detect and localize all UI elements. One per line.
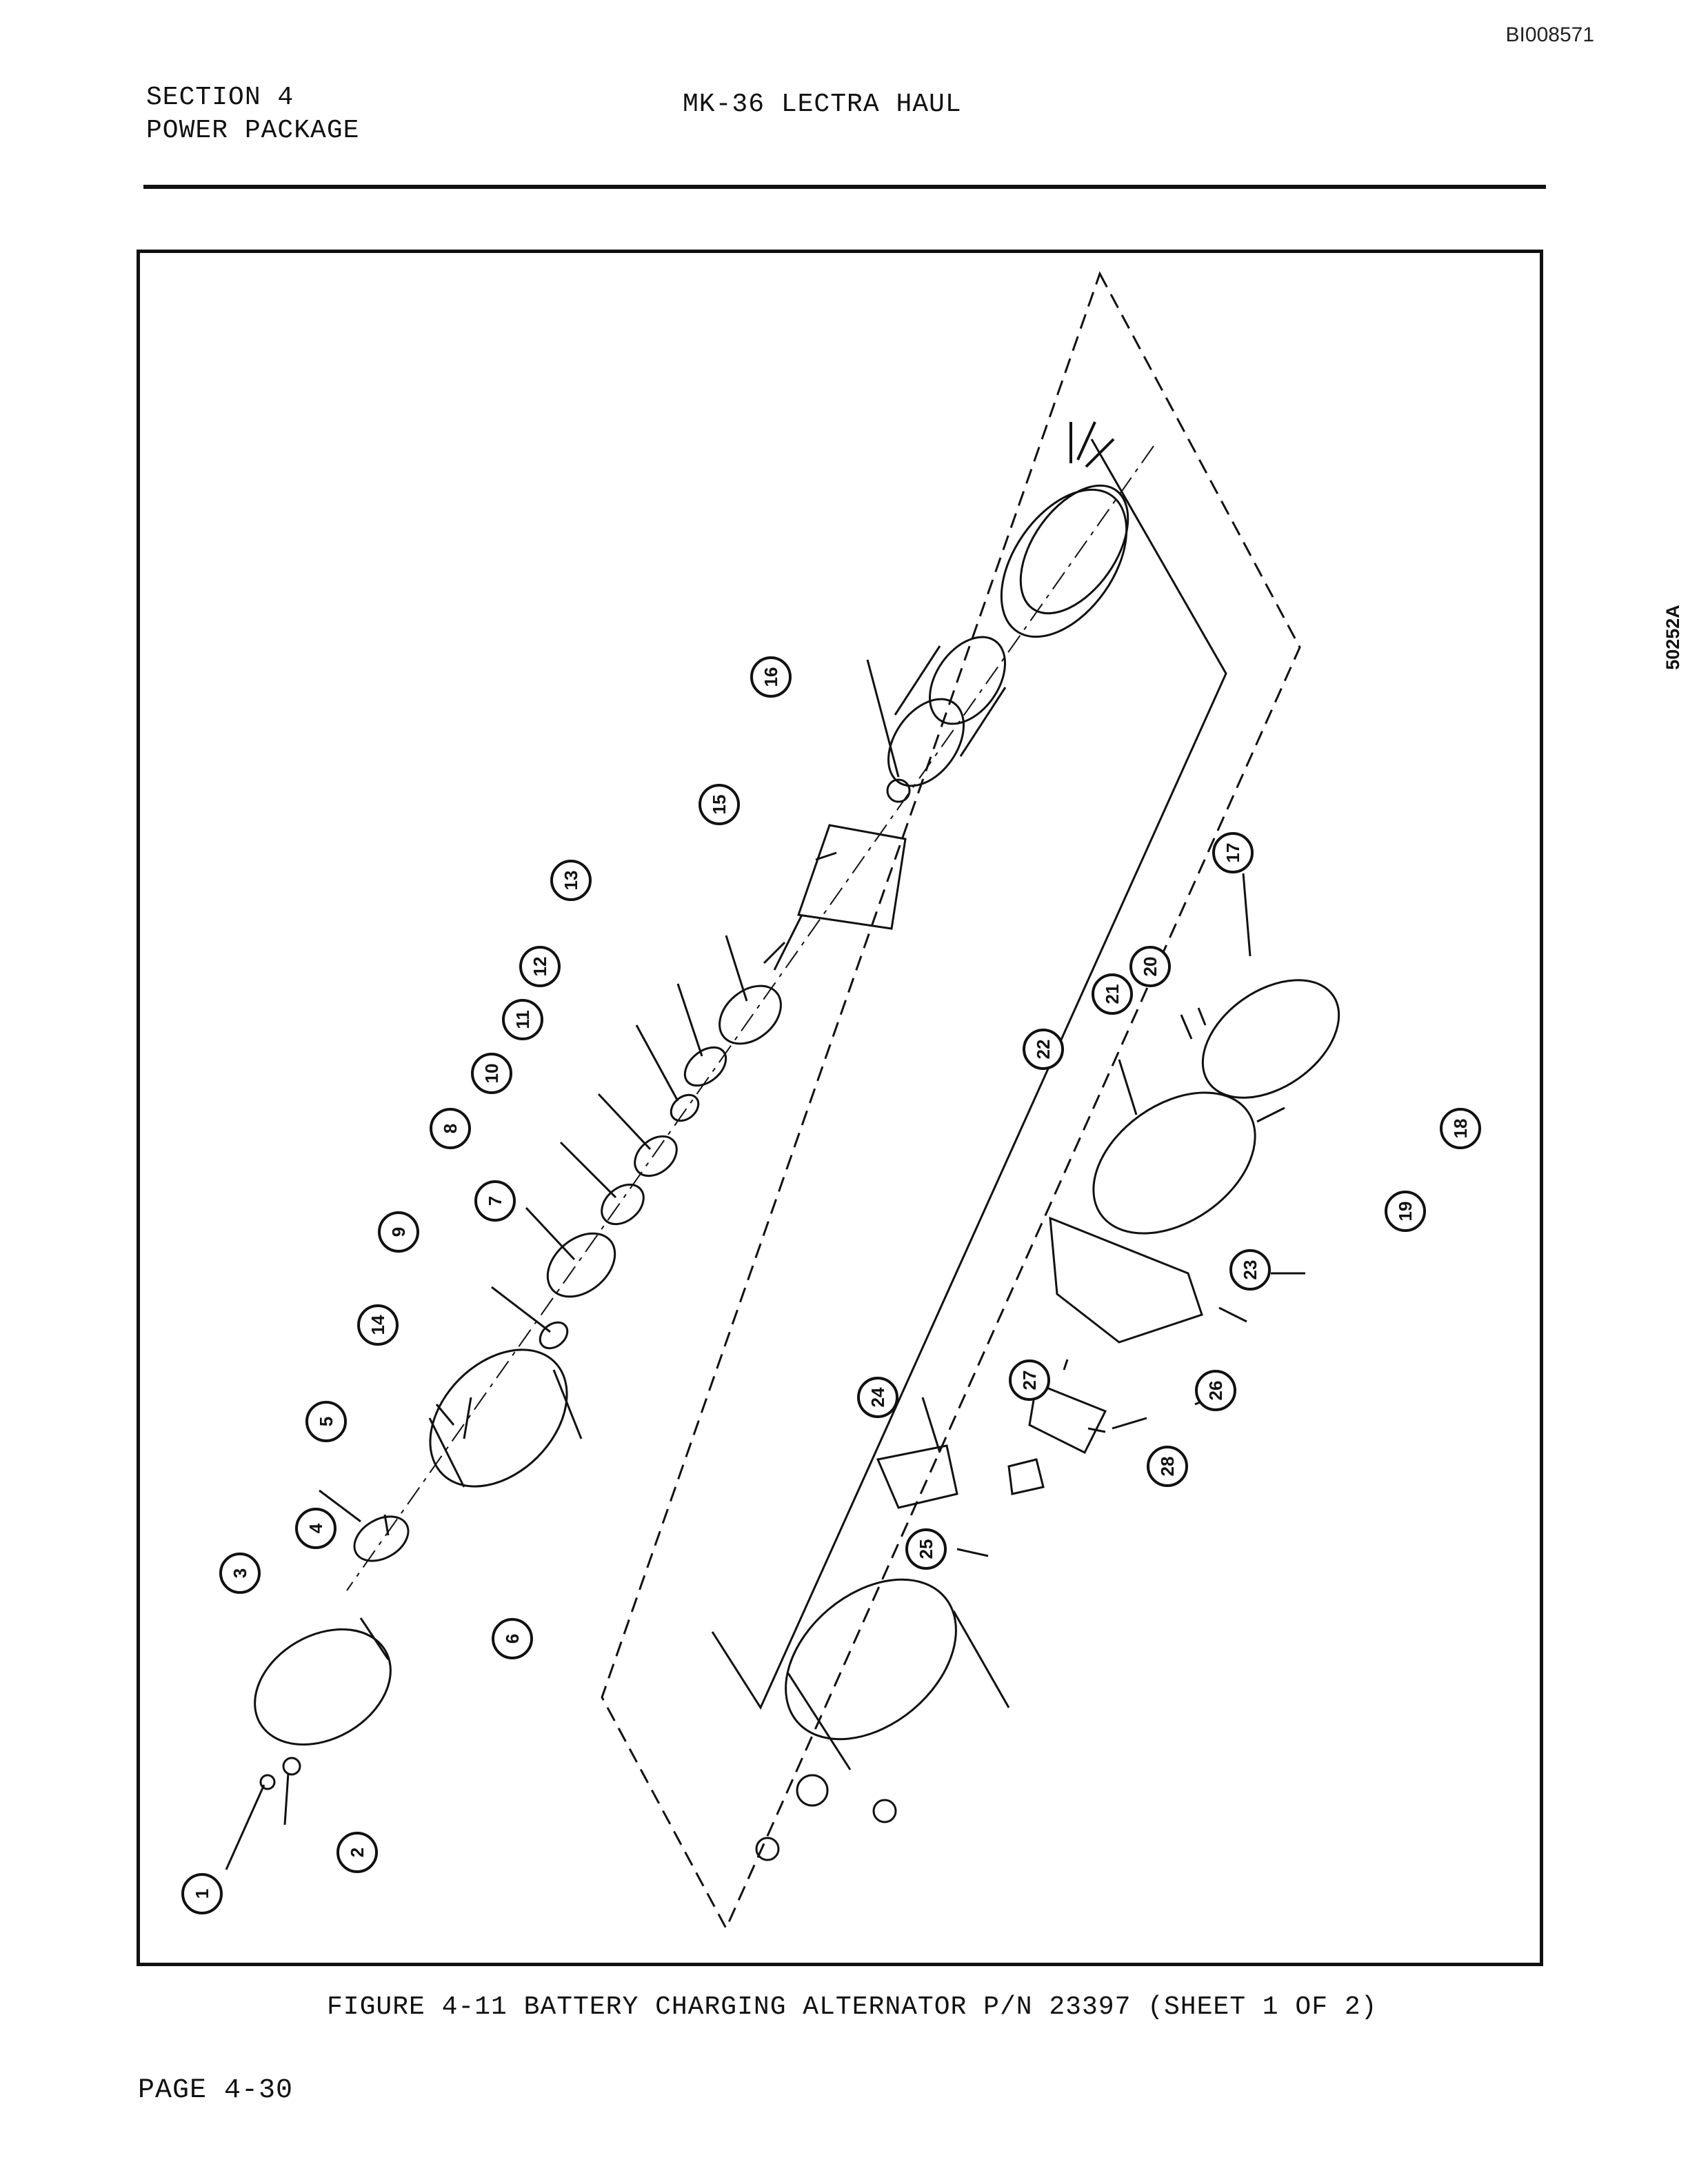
callout-3 (219, 1553, 261, 1594)
bearing-lower (796, 1774, 829, 1807)
callout-label-17: 17 (1223, 843, 1243, 863)
callout-12 (519, 946, 561, 987)
callout-label-20: 20 (1140, 957, 1160, 977)
callout-label-2: 2 (347, 1848, 368, 1857)
callout-8 (430, 1108, 471, 1149)
spacer-4 (353, 1515, 410, 1562)
callout-4 (295, 1508, 336, 1549)
inner-boundary (711, 438, 1227, 1710)
callout-28 (1147, 1446, 1188, 1487)
exploded-view-drawing: 1234567891011121314151617181920212223242… (181, 271, 1481, 1931)
callout-label-6: 6 (502, 1634, 523, 1644)
callout-6 (492, 1618, 533, 1659)
document-id: BI008571 (1505, 23, 1594, 46)
callout-7 (474, 1180, 516, 1222)
stator-ring (1000, 421, 1129, 638)
callout-label-18: 18 (1450, 1119, 1471, 1139)
callout-2 (336, 1832, 378, 1873)
washer-2 (282, 1757, 301, 1776)
drive-end-housing-14 (428, 1348, 583, 1488)
callout-27 (1009, 1359, 1050, 1401)
slip-ring-housing (785, 1578, 1010, 1770)
part-12 (683, 1046, 727, 1087)
callout-label-3: 3 (230, 1568, 250, 1578)
callout-13 (550, 860, 592, 901)
callout-10 (471, 1053, 512, 1094)
callout-label-13: 13 (561, 871, 581, 891)
callout-11 (502, 999, 543, 1040)
terminal-28 (1028, 1382, 1107, 1455)
section-label: SECTION 4 (146, 83, 294, 112)
rotor-15 (763, 824, 907, 971)
callout-label-24: 24 (867, 1387, 888, 1407)
callout-5 (305, 1401, 347, 1442)
callout-label-15: 15 (709, 795, 730, 815)
callout-label-8: 8 (440, 1124, 461, 1133)
callout-label-12: 12 (530, 957, 550, 977)
rotor-housing (887, 636, 1007, 787)
callout-24 (857, 1377, 898, 1418)
callout-25 (905, 1528, 947, 1570)
callout-20 (1129, 946, 1171, 987)
callout-label-7: 7 (485, 1196, 505, 1206)
callout-15 (699, 784, 740, 825)
callout-label-22: 22 (1033, 1040, 1054, 1060)
cover-17 (1201, 979, 1340, 1099)
retainer-7 (546, 1232, 616, 1298)
subsection-label: POWER PACKAGE (146, 116, 360, 145)
bearing-16 (886, 778, 911, 803)
callout-label-25: 25 (916, 1539, 936, 1559)
callout-23 (1229, 1249, 1271, 1291)
callout-18 (1440, 1108, 1481, 1149)
callout-1 (181, 1873, 223, 1914)
rectifier-22 (1092, 1091, 1256, 1235)
callout-9 (378, 1211, 419, 1253)
callout-21 (1092, 973, 1133, 1015)
callout-label-19: 19 (1395, 1202, 1416, 1222)
callout-17 (1212, 832, 1254, 873)
bearing-9 (539, 1321, 569, 1350)
callout-label-28: 28 (1157, 1457, 1178, 1477)
part-11 (670, 1093, 700, 1122)
callout-label-10: 10 (481, 1064, 502, 1084)
callout-label-16: 16 (761, 667, 781, 687)
fan-3 (254, 1628, 392, 1746)
manual-title: MK-36 LECTRA HAUL (683, 90, 962, 119)
insulator-23 (1049, 1216, 1203, 1344)
callout-label-26: 26 (1205, 1381, 1226, 1401)
section-header: SECTION 4 POWER PACKAGE (146, 81, 359, 148)
callout-label-4: 4 (305, 1523, 326, 1533)
callout-26 (1195, 1370, 1236, 1411)
callout-label-21: 21 (1102, 984, 1123, 1004)
nut-1 (259, 1774, 276, 1790)
drawing-code: 50252A (1662, 605, 1683, 670)
callout-19 (1385, 1191, 1426, 1232)
part-10 (634, 1135, 678, 1177)
callout-label-14: 14 (368, 1315, 388, 1335)
callout-label-5: 5 (316, 1417, 336, 1426)
page-number: PAGE 4-30 (138, 2075, 294, 2106)
callout-16 (750, 656, 792, 698)
seal-lower (755, 1837, 780, 1861)
callout-label-23: 23 (1240, 1260, 1260, 1280)
callout-label-11: 11 (512, 1010, 533, 1029)
shaft-centerline (346, 445, 1154, 1591)
part-8 (601, 1183, 645, 1226)
callout-label-9: 9 (388, 1227, 409, 1237)
assembly-boundary (601, 271, 1301, 1931)
figure-caption: FIGURE 4-11 BATTERY CHARGING ALTERNATOR … (327, 1992, 1378, 2022)
callout-22 (1023, 1029, 1064, 1070)
regulator-26 (1007, 1458, 1045, 1495)
callout-labels: 1234567891011121314151617181920212223242… (192, 667, 1471, 1899)
part-13 (719, 984, 782, 1045)
callout-14 (357, 1304, 399, 1346)
brush-holder-24 (876, 1444, 958, 1509)
callout-label-1: 1 (192, 1889, 212, 1899)
bushing-lower (872, 1799, 897, 1823)
header-rule (143, 185, 1546, 189)
callout-label-27: 27 (1019, 1371, 1040, 1391)
